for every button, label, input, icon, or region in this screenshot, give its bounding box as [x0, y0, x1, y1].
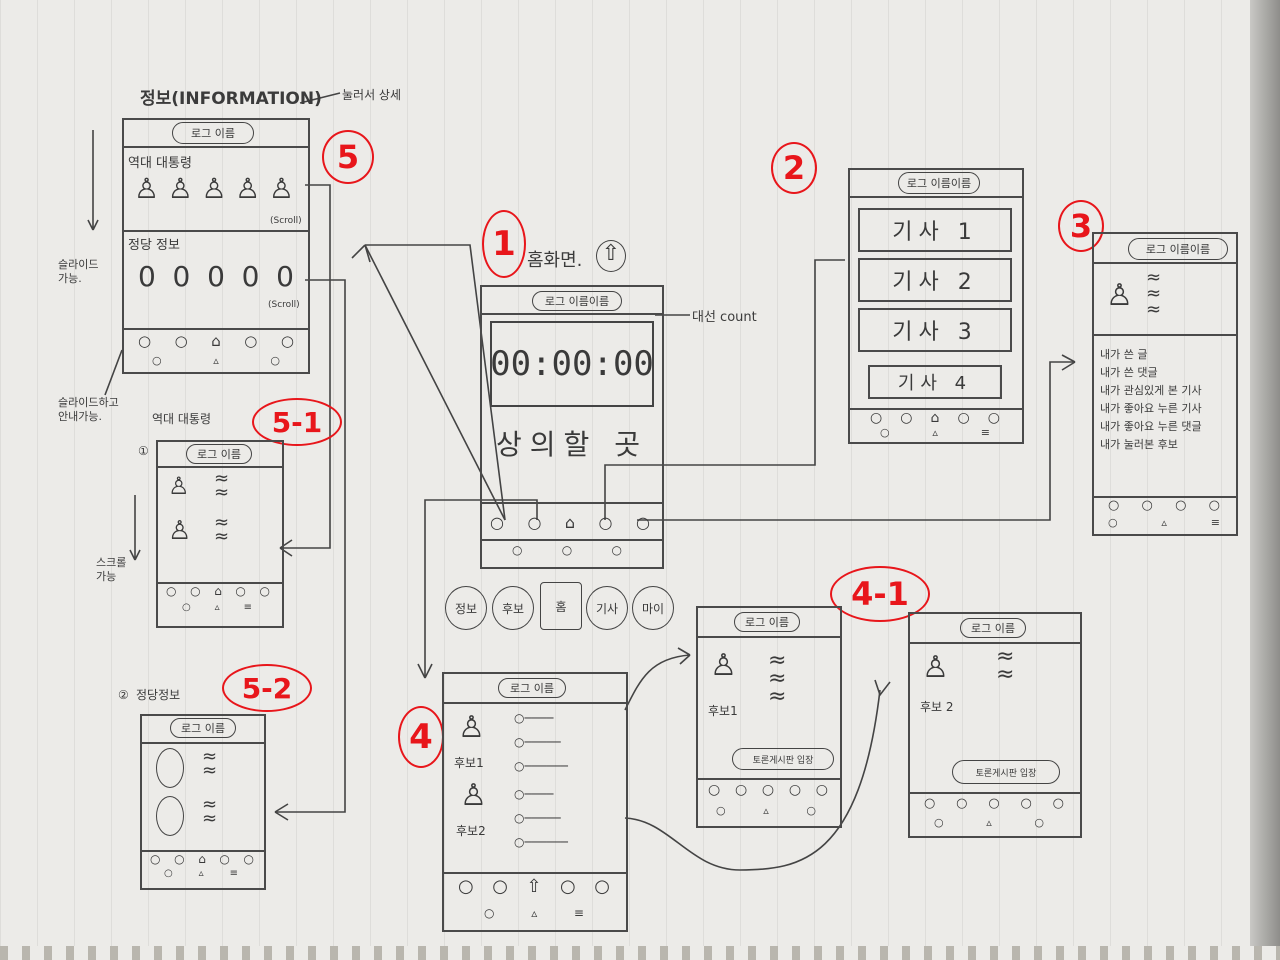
party-detail-screen: 로그 이름 ≈≈ ≈≈ ○○⌂○○ ○▵≡	[140, 714, 266, 890]
article-item-3[interactable]: 기사 3	[858, 308, 1012, 352]
nav-home-icon[interactable]: ⌂	[565, 513, 575, 532]
legend-info: 정보	[445, 586, 487, 630]
mypage-screen: 로그 이름이름 ♙ ≈≈≈ 내가 쓴 글 내가 쓴 댓글 내가 관심있게 본 기…	[1092, 232, 1238, 536]
article-item-1[interactable]: 기사 1	[858, 208, 1012, 252]
login-pill[interactable]: 로그 이름	[498, 678, 566, 698]
timer-note: 대선 count	[692, 306, 757, 325]
menu-liked-comments[interactable]: 내가 좋아요 누른 댓글	[1100, 418, 1202, 436]
nav-articles-icon[interactable]: ○	[599, 513, 613, 532]
nav-mypage-icon[interactable]: ○	[636, 513, 650, 532]
president-list[interactable]: ♙♙♙♙♙	[134, 172, 294, 205]
detail2-label: 정당정보	[136, 686, 180, 703]
home-title: 홈화면.	[527, 246, 582, 272]
articles-screen: 로그 이름이름 기사 1 기사 2 기사 3 기사 4 ○○⌂○○ ○▵≡	[848, 168, 1024, 444]
candidate-name: 후보1	[708, 702, 738, 719]
menu-my-posts[interactable]: 내가 쓴 글	[1100, 346, 1202, 364]
slide-guide-note: 슬라이드하고 안내가능.	[58, 396, 124, 424]
candidate-1-label: 후보1	[454, 754, 484, 771]
system-bar: ○○○	[512, 543, 622, 557]
scroll-note: 스크롤 가능	[96, 556, 136, 584]
articles-nav: ○○⌂○○	[870, 410, 1000, 426]
legend-mypage: 마이	[632, 586, 674, 630]
nav-info-icon[interactable]: ○	[490, 513, 504, 532]
legend-articles: 기사	[586, 586, 628, 630]
slide-note: 슬라이드 가능.	[58, 258, 102, 286]
legend-candidates: 후보	[492, 586, 534, 630]
nav-candidates-icon[interactable]: ○	[527, 513, 541, 532]
marker-4: 4	[398, 706, 444, 768]
marker-5: 5	[322, 130, 374, 184]
article-item-4[interactable]: 기사 4	[868, 365, 1002, 399]
login-pill[interactable]: 로그 이름이름	[898, 172, 980, 194]
election-countdown: 00:00:00	[490, 321, 654, 407]
menu-liked-articles[interactable]: 내가 좋아요 누른 기사	[1100, 400, 1202, 418]
login-pill[interactable]: 로그 이름이름	[532, 291, 622, 311]
candidate-avatar-icon[interactable]: ♙	[460, 778, 487, 813]
legend-home: 홈	[540, 582, 582, 630]
login-pill[interactable]: 로그 이름	[186, 444, 252, 464]
profile-avatar-icon: ♙	[1106, 278, 1133, 313]
marker-1: 1	[482, 210, 526, 278]
article-item-2[interactable]: 기사 2	[858, 258, 1012, 302]
home-icon: ⇧	[596, 240, 626, 272]
menu-my-comments[interactable]: 내가 쓴 댓글	[1100, 364, 1202, 382]
login-pill[interactable]: 로그 이름	[960, 618, 1026, 638]
marker-2: 2	[771, 142, 817, 194]
profile-info-lines: ≈≈≈	[1146, 270, 1161, 318]
president-detail-screen: 로그 이름 ♙ ≈≈ ♙ ≈≈ ○○⌂○○ ○▵≡	[156, 440, 284, 628]
info-detail-note: 눌러서 상세	[342, 86, 401, 103]
candidate-detail-2-screen: 로그 이름 ♙ 후보 2 ≈≈ 토론게시판 입장 ○○○○○ ○▵○	[908, 612, 1082, 838]
login-pill[interactable]: 로그 이름	[172, 122, 254, 144]
section-past-presidents: 역대 대통령	[128, 152, 192, 171]
detail1-label: 역대 대통령	[152, 410, 211, 427]
candidate-name: 후보 2	[920, 698, 954, 715]
menu-viewed-articles[interactable]: 내가 관심있게 본 기사	[1100, 382, 1202, 400]
home-screen: 로그 이름이름 00:00:00 상의할 곳 ○ ○ ⌂ ○ ○ ○○○	[480, 285, 664, 569]
debate-board-button[interactable]: 토론게시판 입장	[732, 748, 834, 770]
discussion-area: 상의할 곳	[482, 423, 662, 463]
section-party-info: 정당 정보	[128, 234, 180, 253]
menu-viewed-candidates[interactable]: 내가 눌러본 후보	[1100, 436, 1202, 454]
candidates-screen: 로그 이름 ♙ 후보1 ○────○─────○────── ♙ 후보2 ○──…	[442, 672, 628, 932]
mypage-menu: 내가 쓴 글 내가 쓴 댓글 내가 관심있게 본 기사 내가 좋아요 누른 기사…	[1100, 346, 1202, 454]
marker-5-2: 5-2	[222, 664, 312, 712]
login-pill[interactable]: 로그 이름	[734, 612, 800, 632]
login-pill[interactable]: 로그 이름	[170, 718, 236, 738]
candidate-detail-1-screen: 로그 이름 ♙ 후보1 ≈≈≈ 토론게시판 입장 ○○○○○ ○▵○	[696, 606, 842, 828]
candidate-avatar-icon[interactable]: ♙	[458, 710, 485, 745]
marker-5-1: 5-1	[252, 398, 342, 446]
login-pill[interactable]: 로그 이름이름	[1128, 238, 1228, 260]
home-nav-row: ○ ○ ⌂ ○ ○	[490, 512, 650, 532]
info-title: 정보(INFORMATION)	[140, 84, 322, 109]
candidate-2-label: 후보2	[456, 822, 486, 839]
debate-board-button[interactable]: 토론게시판 입장	[952, 760, 1060, 784]
